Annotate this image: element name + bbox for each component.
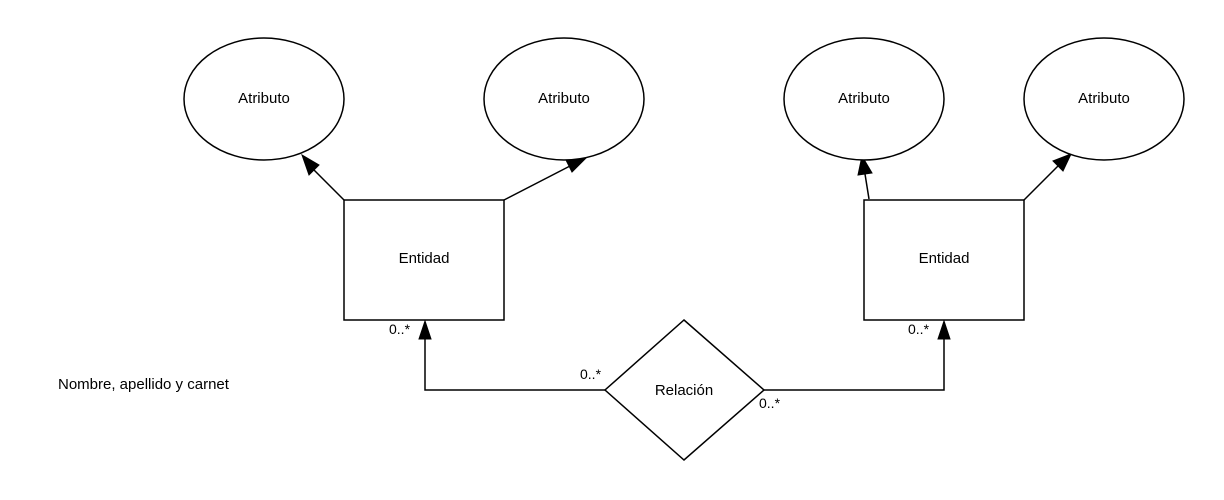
attribute-4-shape bbox=[1023, 37, 1185, 161]
relationship[interactable]: Relación bbox=[603, 319, 766, 461]
attribute-2-shape bbox=[483, 37, 645, 161]
entity-1-label: Entidad bbox=[399, 250, 450, 267]
cardinality-labels: 0..* 0..* 0..* 0..* bbox=[389, 321, 930, 411]
edge-entity-2-attribute-4 bbox=[1023, 165, 1059, 201]
attribute-1-label: Atributo bbox=[238, 90, 290, 107]
attribute-2[interactable]: Atributo bbox=[483, 37, 645, 161]
note-text: Nombre, apellido y carnet bbox=[58, 376, 230, 393]
edge-entity-1-attribute-1 bbox=[313, 169, 345, 201]
attribute-3[interactable]: Atributo bbox=[783, 37, 945, 161]
relationship-shape bbox=[603, 319, 766, 461]
attribute-1-shape bbox=[183, 37, 345, 161]
attribute-2-label: Atributo bbox=[538, 90, 590, 107]
entity-1[interactable]: Entidad bbox=[343, 199, 505, 321]
entity-1-shape bbox=[343, 199, 505, 321]
attribute-3-label: Atributo bbox=[838, 90, 890, 107]
edge-relationship-entity-2 bbox=[764, 338, 945, 391]
edge-entity-1-attribute-2 bbox=[503, 165, 571, 201]
arrowhead-attribute-4 bbox=[1052, 153, 1072, 172]
cardinality-entity-1: 0..* bbox=[389, 321, 411, 337]
entity-2[interactable]: Entidad bbox=[863, 199, 1025, 321]
attribute-4-label: Atributo bbox=[1078, 90, 1130, 107]
arrowhead-entity-2 bbox=[937, 319, 951, 340]
arrowhead-attribute-3 bbox=[857, 154, 873, 176]
cardinality-entity-2: 0..* bbox=[908, 321, 930, 337]
cardinality-relationship-left: 0..* bbox=[580, 366, 602, 382]
entity-2-label: Entidad bbox=[919, 250, 970, 267]
cardinality-relationship-right: 0..* bbox=[759, 395, 781, 411]
arrowhead-entity-1 bbox=[418, 319, 432, 340]
attribute-4[interactable]: Atributo bbox=[1023, 37, 1185, 161]
arrowhead-attribute-1 bbox=[301, 153, 320, 176]
edge-relationship-entity-1 bbox=[424, 338, 605, 391]
attribute-3-shape bbox=[783, 37, 945, 161]
edge-entity-2-attribute-3 bbox=[864, 173, 870, 200]
entity-2-shape bbox=[863, 199, 1025, 321]
relationship-label: Relación bbox=[655, 382, 713, 399]
attribute-1[interactable]: Atributo bbox=[183, 37, 345, 161]
